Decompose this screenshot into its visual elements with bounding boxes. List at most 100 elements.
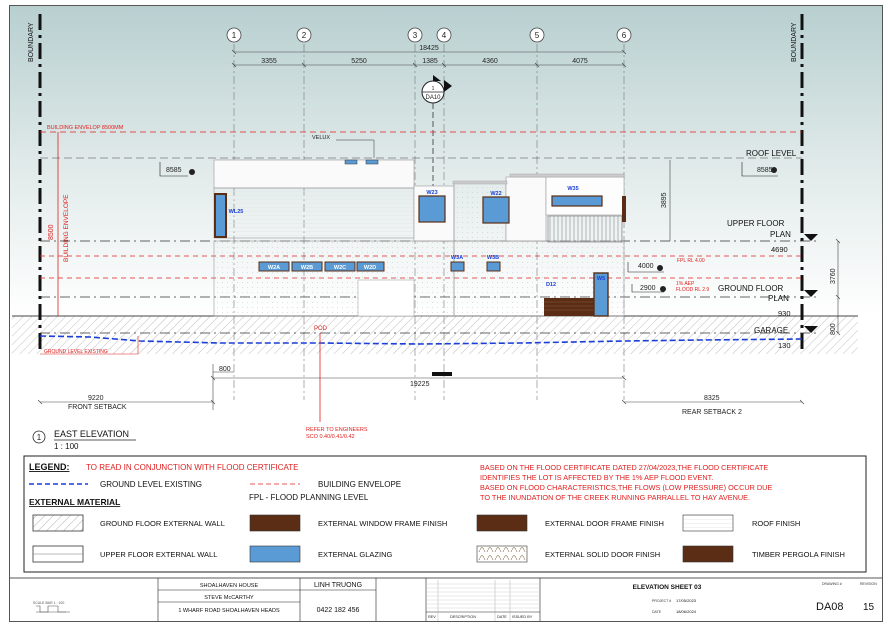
- designer-name: LINH TRUONG: [314, 582, 362, 589]
- swatch-ground-wall: [32, 514, 84, 532]
- dim-3760: 3760: [830, 268, 837, 284]
- upper-wall-left-lower: [213, 187, 415, 239]
- window-w2c: [324, 261, 356, 272]
- ground-floor-label-2: PLAN: [768, 294, 789, 303]
- dim-8325: 8325: [704, 395, 720, 402]
- designer-phone: 0422 182 456: [317, 607, 360, 614]
- garage-value: 130: [778, 341, 791, 350]
- dim-4000: 4000: [638, 263, 654, 270]
- rev-description-header: DESCRIPTION: [450, 615, 476, 619]
- north-marker: [432, 372, 452, 376]
- tag-w2d: W2D: [364, 265, 376, 271]
- dim-overall: 18425: [419, 45, 439, 52]
- garage-level-marker-icon: [804, 326, 818, 333]
- window-w22: [482, 196, 510, 224]
- grid-label-1: 1: [232, 31, 237, 40]
- roof-level-label: ROOF LEVEL: [746, 149, 797, 158]
- window-w2d: [356, 261, 385, 272]
- boundary-label-right: BOUNDARY: [791, 22, 798, 62]
- dim-3895: 3895: [661, 192, 668, 208]
- ground-floor-value: 930: [778, 309, 791, 318]
- tag-w2c: W2C: [334, 265, 346, 271]
- top-dimensions: [231, 49, 627, 68]
- window-w3a: [450, 261, 465, 272]
- window-wl25: [214, 193, 227, 238]
- project-name: SHOALHAVEN HOUSE: [200, 583, 259, 589]
- upper-level-marker-icon: [804, 234, 818, 241]
- ground-hatch: [12, 316, 858, 354]
- grid-label-5: 5: [535, 31, 540, 40]
- grid-bubble-5: [529, 27, 545, 43]
- tag-w23: W23: [426, 190, 437, 196]
- material-window-frame: EXTERNAL WINDOW FRAME FINISH: [318, 519, 447, 528]
- ground-level-marker-icon: [804, 290, 818, 297]
- swatch-door-frame: [476, 514, 528, 532]
- client-name: STEVE McCARTHY: [204, 595, 254, 601]
- dim-span-2: 5250: [351, 58, 367, 65]
- grid-bubble-6: [616, 27, 632, 43]
- garage-door: [357, 279, 415, 317]
- ground-floor-label-1: GROUND FLOOR: [718, 284, 784, 293]
- rear-setback-label: REAR SETBACK 2: [682, 409, 742, 416]
- bottom-dimensions: [37, 364, 805, 410]
- tag-w5: W5: [597, 276, 605, 282]
- dim-8585-left: 8585: [166, 167, 182, 174]
- view-title-number: 1: [37, 433, 42, 442]
- project-date: 17/05/2023: [676, 598, 697, 603]
- tag-w2a: W2A: [268, 265, 280, 271]
- door-w5: [593, 272, 609, 317]
- pergola-post: [622, 196, 626, 222]
- legend-building-envelope: BUILDING ENVELOPE: [318, 480, 401, 489]
- legend-heading: LEGEND:: [29, 462, 70, 472]
- dim-800-left: 800: [219, 366, 231, 373]
- aep-label-2: FLOOD RL 2.9: [676, 287, 709, 293]
- dim-8585-right: 8585: [757, 167, 773, 174]
- refer-engineers-1: REFER TO ENGINEERS: [306, 427, 368, 433]
- tag-d12: D12: [546, 282, 556, 288]
- swatch-pergola: [682, 545, 734, 563]
- grid-bubble-2: [296, 27, 312, 43]
- material-ground-wall: GROUND FLOOR EXTERNAL WALL: [100, 519, 225, 528]
- project-no-label: PROJECT #: [652, 599, 671, 603]
- upper-floor-label-1: UPPER FLOOR: [727, 219, 785, 228]
- building-envelope-side-label: BUILDING ENVELOPE: [63, 194, 70, 262]
- building-elevation: VELUX WL25 W2A W2B W2C W2D W23 W22 W35 W…: [213, 135, 626, 317]
- tag-w3b: W3B: [487, 255, 499, 261]
- view-title-bubble: [32, 430, 46, 444]
- refer-engineers-2: SCO 0.40/0.41/0.42: [306, 434, 355, 440]
- swatch-glazing: [249, 545, 301, 563]
- window-w3b: [486, 261, 501, 272]
- material-pergola: TIMBER PERGOLA FINISH: [752, 550, 845, 559]
- tag-w35: W35: [567, 186, 578, 192]
- fpl-label: FPL RL 4.00: [677, 258, 705, 264]
- tag-w2b: W2B: [301, 265, 313, 271]
- grid-label-4: 4: [442, 31, 447, 40]
- right-vertical-dims: [669, 160, 841, 336]
- sheet-title: ELEVATION SHEET 03: [633, 584, 702, 591]
- boundary-label-left: BOUNDARY: [28, 22, 35, 62]
- ground-existing-annotation: GROUND LEVEL EXISTING: [44, 349, 108, 355]
- tag-w3a: W3A: [451, 255, 463, 261]
- velux-label: VELUX: [312, 135, 330, 141]
- timber-deck: [544, 298, 594, 316]
- dim-span-3: 1385: [422, 58, 438, 65]
- drawing-number: DA08: [816, 601, 844, 613]
- material-glazing: EXTERNAL GLAZING: [318, 550, 392, 559]
- dim-span-5: 4075: [572, 58, 588, 65]
- skylight-1: [344, 159, 358, 165]
- upper-wall-left: [213, 159, 415, 189]
- swatch-roof: [682, 514, 734, 532]
- tag-wl25: WL25: [229, 209, 244, 215]
- dim-span-1: 3355: [261, 58, 277, 65]
- page-number: 15: [863, 602, 875, 613]
- swatch-window-frame: [249, 514, 301, 532]
- dim-8500: 8500: [48, 224, 55, 240]
- material-door-frame: EXTERNAL DOOR FRAME FINISH: [545, 519, 664, 528]
- dim-19225: 19225: [410, 381, 430, 388]
- grid-label-6: 6: [622, 31, 627, 40]
- section-marker-number: 1: [432, 86, 435, 92]
- legend-ground-existing: GROUND LEVEL EXISTING: [100, 480, 202, 489]
- aep-label-1: 1% AEP: [676, 281, 695, 287]
